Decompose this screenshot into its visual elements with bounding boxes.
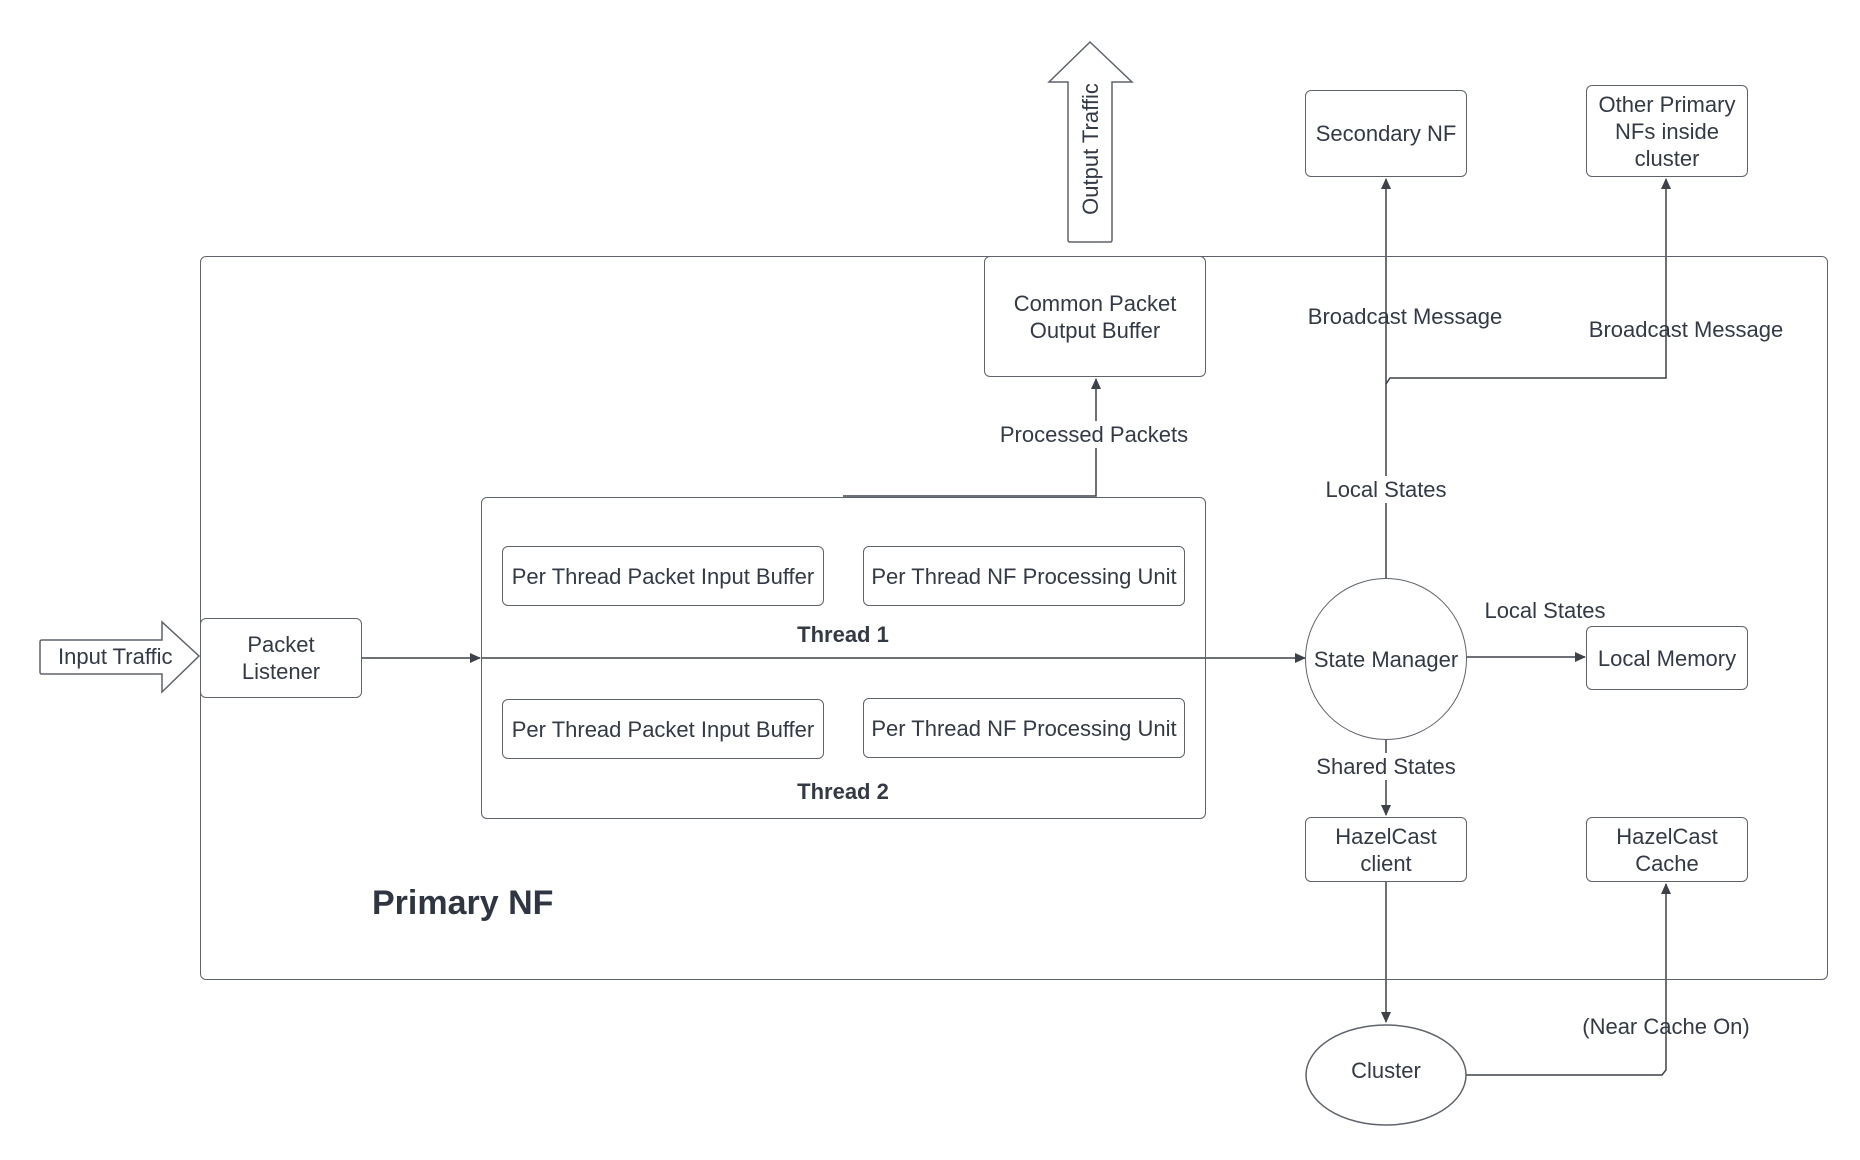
cluster-node-label: Cluster xyxy=(1351,1058,1421,1083)
local-states-up-label: Local States xyxy=(1323,476,1449,503)
primary-nf-title: Primary NF xyxy=(372,884,554,922)
hazelcast-client-node: HazelCast client xyxy=(1305,817,1467,882)
input-traffic-arrow xyxy=(39,620,201,694)
thread-2-label: Thread 2 xyxy=(797,779,889,804)
thread-1-label: Thread 1 xyxy=(797,622,889,647)
shared-states-label: Shared States xyxy=(1314,753,1458,780)
thread-1-input-buffer-node: Per Thread Packet Input Buffer xyxy=(502,546,824,606)
common-output-buffer-node: Common Packet Output Buffer xyxy=(984,256,1206,377)
cluster-node-shape xyxy=(1305,1024,1467,1126)
broadcast-message-label-1: Broadcast Message xyxy=(1307,304,1503,329)
local-states-right-label: Local States xyxy=(1482,597,1608,624)
hazelcast-cache-node: HazelCast Cache xyxy=(1586,817,1748,882)
thread-2-processing-unit-node: Per Thread NF Processing Unit xyxy=(863,698,1185,758)
secondary-nf-node: Secondary NF xyxy=(1305,90,1467,177)
processed-packets-label: Processed Packets xyxy=(997,421,1191,448)
thread-1-processing-unit-node: Per Thread NF Processing Unit xyxy=(863,546,1185,606)
thread-2-input-buffer-node: Per Thread Packet Input Buffer xyxy=(502,699,824,759)
input-traffic-label: Input Traffic xyxy=(58,644,173,669)
output-traffic-label: Output Traffic xyxy=(1078,83,1103,215)
other-primary-nfs-node: Other Primary NFs inside cluster xyxy=(1586,85,1748,177)
threads-container xyxy=(481,497,1206,819)
edge-state-manager-to-other-primary-nfs xyxy=(1385,178,1671,385)
broadcast-message-label-2: Broadcast Message xyxy=(1588,317,1784,342)
near-cache-on-label: (Near Cache On) xyxy=(1582,1014,1750,1039)
edge-cluster-to-hazelcast-cache xyxy=(1466,883,1671,1076)
packet-listener-node: Packet Listener xyxy=(200,618,362,698)
local-memory-node: Local Memory xyxy=(1586,626,1748,690)
state-manager-node: State Manager xyxy=(1305,578,1467,740)
output-traffic-arrow xyxy=(1047,40,1134,243)
edge-processed-packets xyxy=(843,378,1101,497)
